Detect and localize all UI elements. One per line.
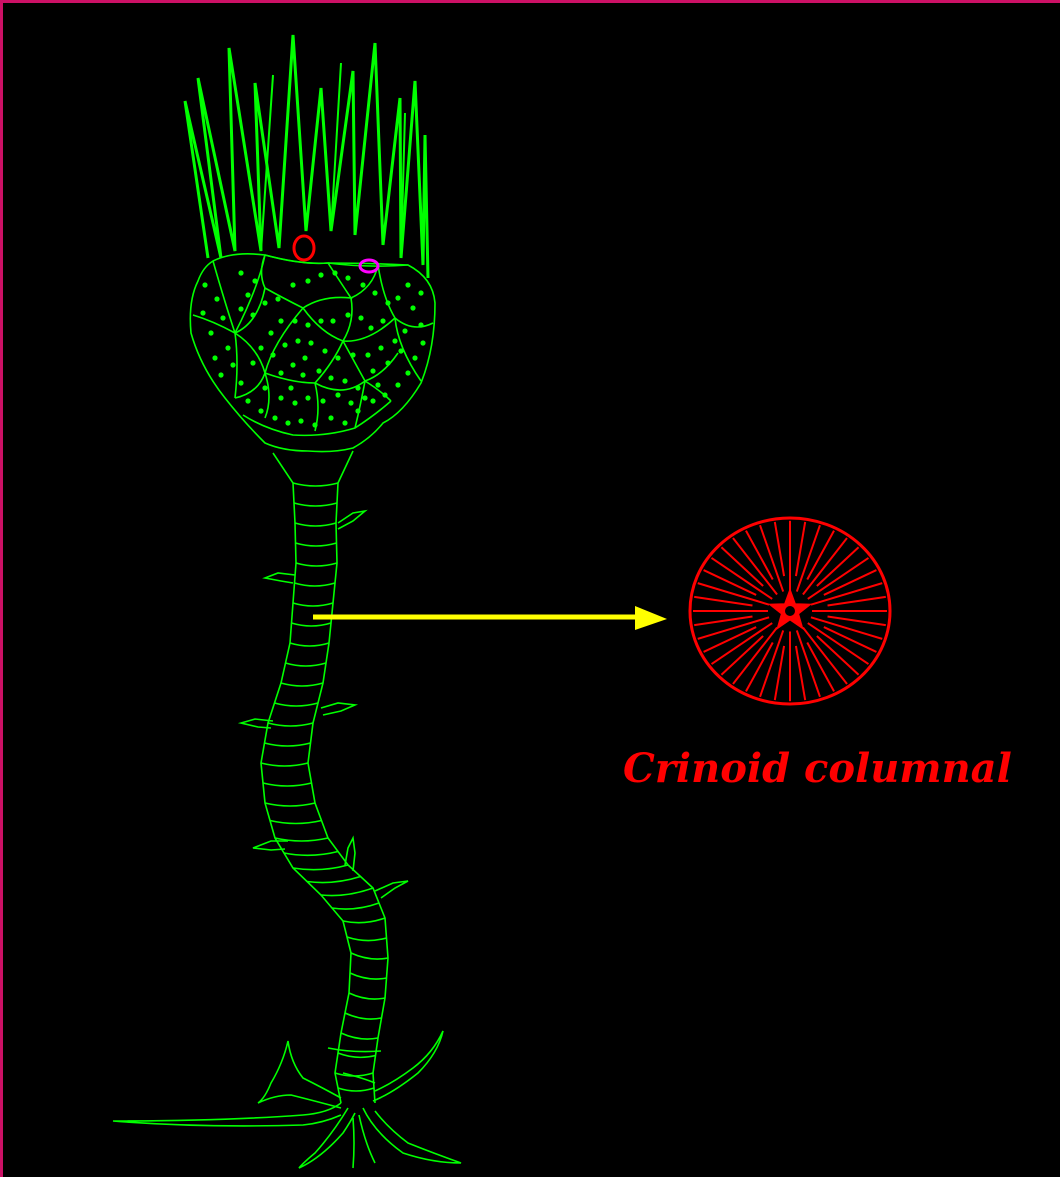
crinoid-stem [241,451,408,1103]
mouth-opening [294,236,314,260]
crinoid-calyx [190,254,435,452]
calyx-plate-dots [200,270,425,427]
crinoid-illustration [3,3,1060,1177]
crinoid-columnal-cross-section [690,518,890,704]
columnal-caption: Crinoid columnal [623,745,1012,792]
pointer-arrow [313,606,667,630]
crinoid-holdfast-roots [113,1031,461,1168]
crinoid-arms [185,35,428,278]
